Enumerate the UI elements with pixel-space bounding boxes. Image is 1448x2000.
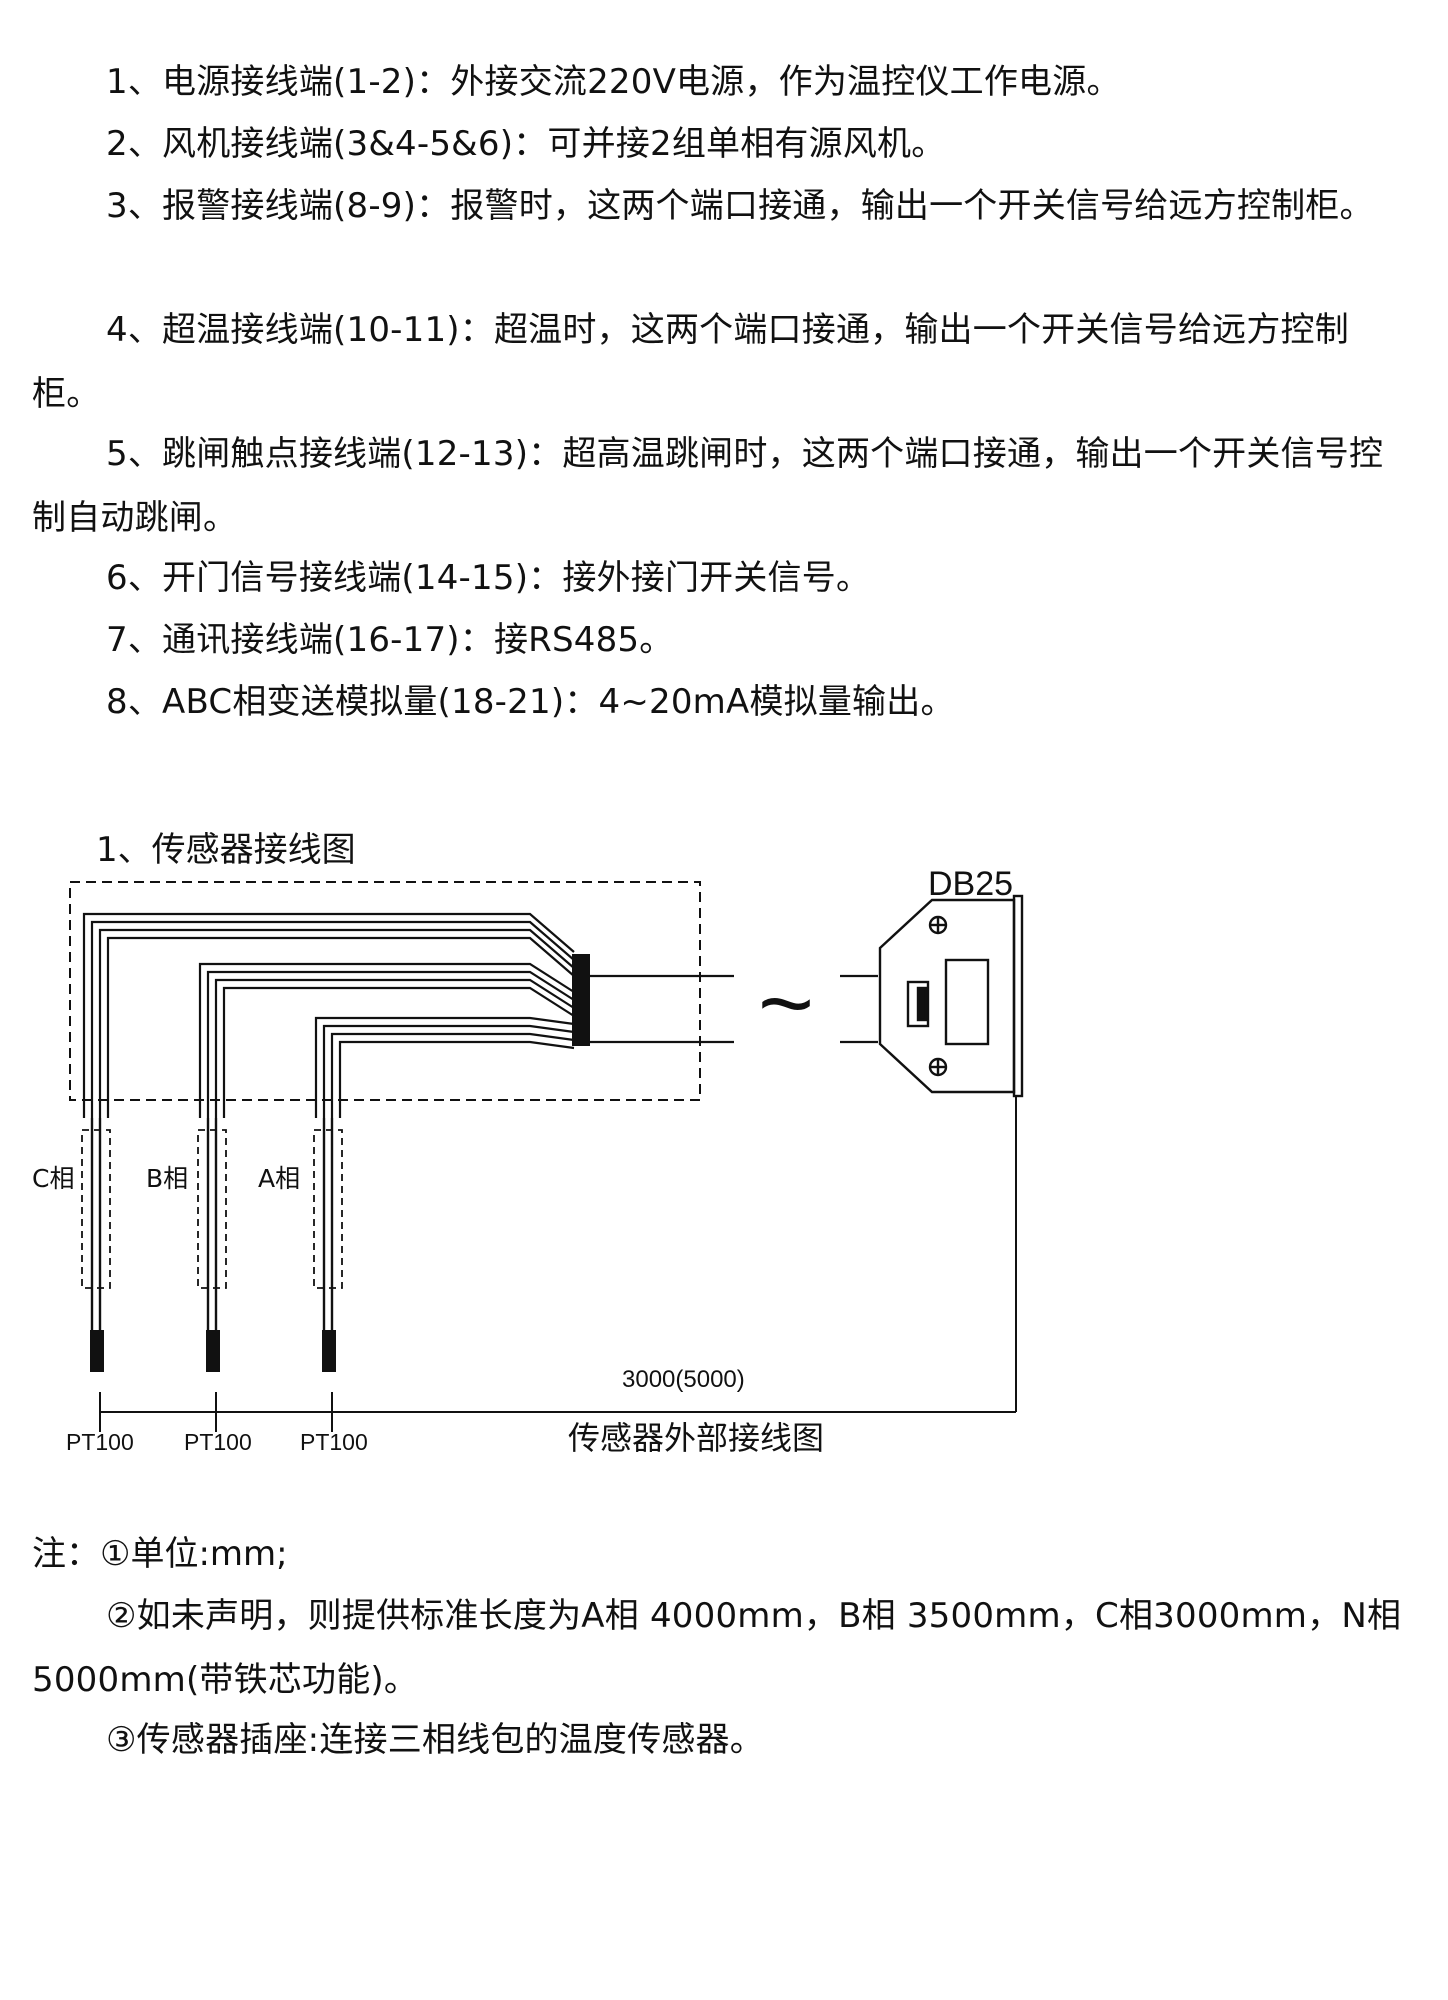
length-dimension: [99, 1096, 1017, 1432]
pt100-label-3: PT100: [300, 1429, 368, 1455]
terminal-item-2: 2、风机接线端(3&4-5&6)：可并接2组单相有源风机。: [106, 124, 946, 164]
dashed-enclosure: [69, 881, 701, 1101]
a-phase-sleeve: [313, 1129, 343, 1289]
terminal-item-3: 3、报警接线端(8-9)：报警时，这两个端口接通，输出一个开关信号给远方控制柜。: [106, 186, 1374, 226]
length-label: 3000(5000): [622, 1366, 745, 1393]
c-phase-lead: [81, 1118, 111, 1372]
pt100-probe-a: [322, 1330, 336, 1372]
b-phase-sleeve: [197, 1129, 227, 1289]
terminal-item-7: 7、通讯接线端(16-17)：接RS485。: [106, 620, 674, 660]
db25-label: DB25: [928, 865, 1013, 903]
pt100-probe-b: [206, 1330, 220, 1372]
db25-connector: [878, 894, 1024, 1098]
pt100-probe-c: [90, 1330, 104, 1372]
a-phase-cable: [314, 1016, 575, 1118]
diagram-heading: 1、传感器接线图: [96, 830, 356, 870]
terminal-item-6: 6、开门信号接线端(14-15)：接外接门开关信号。: [106, 558, 871, 598]
c-phase-cable: [82, 912, 575, 1118]
terminal-item-4: 4、超温接线端(10-11)：超温时，这两个端口接通，输出一个开关信号给远方控制…: [32, 310, 1349, 414]
pt100-label-1: PT100: [66, 1429, 134, 1455]
note-standard-length: ②如未声明，则提供标准长度为A相 4000mm，B相 3500mm，C相3000…: [32, 1596, 1402, 1700]
note-unit: 注：①单位:mm;: [32, 1534, 288, 1574]
c-phase-sleeve: [81, 1129, 111, 1289]
terminal-item-5: 5、跳闸触点接线端(12-13)：超高温跳闸时，这两个端口接通，输出一个开关信号…: [32, 434, 1384, 538]
break-tilde: ~: [758, 950, 814, 1057]
b-phase-cable: [198, 962, 575, 1118]
sensor-wiring-diagram: ~ DB25: [32, 865, 1024, 1457]
terminal-item-1: 1、电源接线端(1-2)：外接交流220V电源，作为温控仪工作电源。: [106, 62, 1121, 102]
diagram-caption: 传感器外部接线图: [568, 1419, 824, 1457]
a-phase-lead: [313, 1118, 343, 1372]
phase-b-label: B相: [146, 1164, 188, 1193]
terminal-item-8: 8、ABC相变送模拟量(18-21)：4~20mA模拟量输出。: [106, 682, 955, 722]
pt100-label-2: PT100: [184, 1429, 252, 1455]
b-phase-lead: [197, 1118, 227, 1372]
phase-a-label: A相: [258, 1164, 300, 1193]
phase-c-label: C相: [32, 1164, 74, 1193]
cable-bundle-clamp: [572, 954, 590, 1046]
note-sensor-socket: ③传感器插座:连接三相线包的温度传感器。: [106, 1720, 764, 1760]
